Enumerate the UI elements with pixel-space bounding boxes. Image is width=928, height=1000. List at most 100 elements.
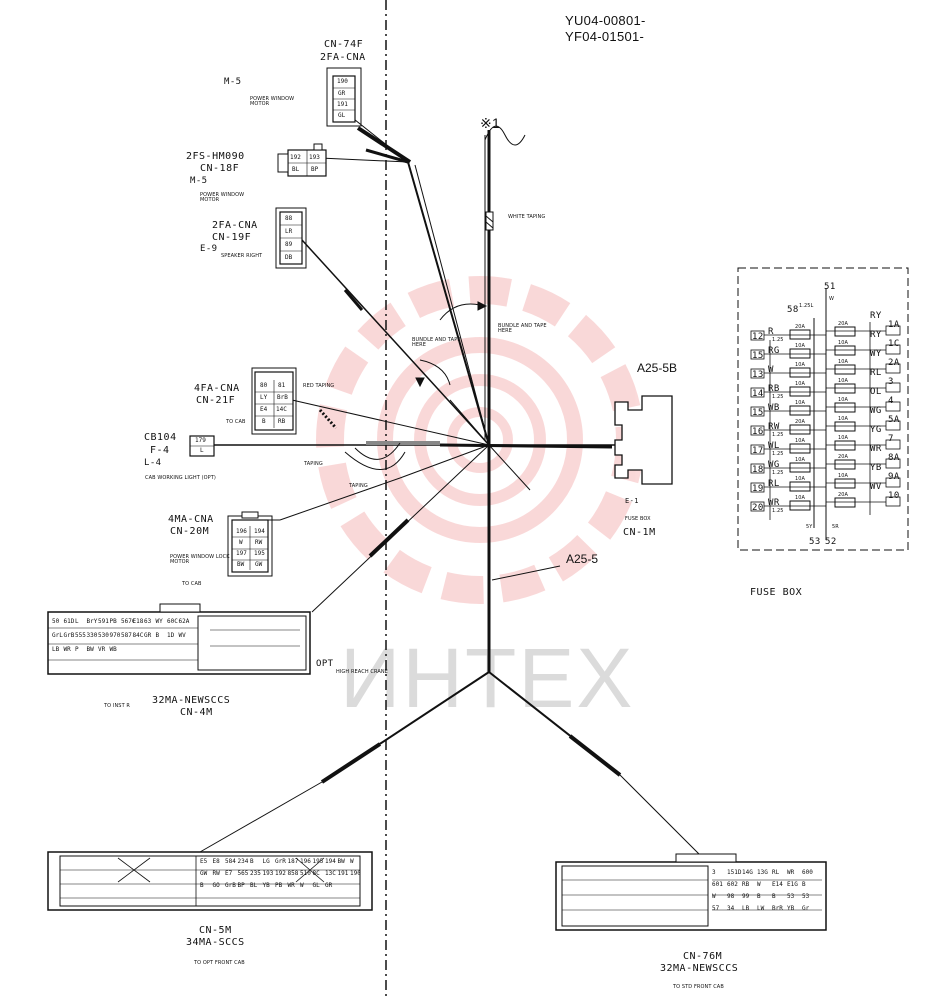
cn76m-pin: 57	[712, 905, 720, 912]
fuse-icon	[834, 440, 856, 451]
connector-cn19f-shape	[275, 207, 307, 269]
cn4m-pin: PB	[109, 618, 117, 625]
opt-label: OPT	[316, 659, 334, 669]
cn76m-pin: 151D	[727, 869, 742, 876]
fusebox-terminal	[885, 325, 901, 336]
cn21f-pin: 80	[260, 382, 268, 389]
cn18f-loc: M-5	[190, 176, 208, 186]
fusebox-left-wire: RL	[768, 479, 780, 489]
cn20m-desc2: TO CAB	[182, 581, 202, 587]
harness-trunk	[199, 107, 701, 856]
cn4m-pin: E18	[132, 618, 144, 625]
cn19f-loc: E-9	[200, 244, 218, 254]
fusebox-terminal	[885, 458, 901, 469]
fusebox-left-pin: 17	[752, 446, 764, 456]
cn76m-pin: 3	[712, 869, 716, 876]
fusebox-terminal	[885, 401, 901, 412]
fusebox-left-fuse-rating: 10A	[795, 457, 806, 463]
cn4m-pin: 50	[52, 618, 60, 625]
fuse-icon	[789, 405, 811, 416]
fusebox-fuse-rows	[750, 325, 901, 512]
fusebox-left-wire: R	[768, 327, 774, 337]
fusebox-left-wire: WR	[768, 498, 780, 508]
fusebox-right-wire: RL	[870, 368, 882, 378]
connector-cn21f-shape	[251, 367, 297, 435]
fusebox-left-wire: RW	[768, 422, 780, 432]
fusebox-right-pin: 3	[888, 377, 894, 387]
cn21f-desc: TO CAB	[226, 419, 246, 425]
cn20m-pin: 194	[254, 528, 265, 535]
fusebox-left-pin: 15	[752, 351, 764, 361]
cn5m-pin: 192	[275, 870, 286, 877]
fusebox-left-wire: WL	[768, 441, 780, 451]
fusebox-right-pin: 10	[888, 491, 900, 501]
fusebox-terminal	[750, 349, 765, 360]
cn76m-pin: W	[757, 881, 761, 888]
cn4m-desc: TO INST R	[104, 703, 130, 709]
cn74f-desc: POWER WINDOW MOTOR	[250, 96, 295, 107]
cn19f-desc: SPEAKER RIGHT	[221, 253, 263, 259]
cn5m-pin: 510	[300, 870, 311, 877]
fusebox-terminal	[885, 496, 901, 507]
cn5m-pin: 13C	[325, 870, 336, 877]
connector-cn4m-shape	[47, 603, 311, 675]
fusebox-right-wire: RY	[870, 330, 882, 340]
cn5m-pin: 195	[312, 858, 324, 865]
cn5m-pin: BW	[337, 858, 345, 865]
taping-note-1: TAPING	[304, 461, 323, 467]
cn19f-type: 2FA-CNA	[212, 220, 258, 231]
cn4m-pin: LB	[52, 646, 60, 653]
cn1m-loc: E-1	[625, 497, 639, 505]
fusebox-terminal	[750, 387, 765, 398]
cn5m-pin: B	[200, 882, 204, 889]
cn4m-pin: WY	[155, 618, 163, 625]
cn74f-type: 2FA-CNA	[320, 52, 366, 63]
connector-cn76m-shape	[555, 853, 827, 931]
fusebox-terminal	[750, 463, 765, 474]
cn5m-pin: GrB	[225, 882, 236, 889]
fusebox-top-pin: 51	[824, 282, 836, 292]
cn4m-pin: 62A	[178, 618, 190, 625]
connector-cn74f-shape	[326, 67, 362, 127]
fusebox-left-wire: WG	[768, 460, 780, 470]
cn19f-pin: DB	[285, 254, 293, 261]
reference-mark: ※1	[480, 115, 501, 131]
cn76m-pin: LW	[757, 905, 765, 912]
cn74f-name: CN-74F	[324, 39, 364, 50]
watermark-gear-icon	[316, 276, 644, 604]
cn5m-pin: WR	[287, 882, 295, 889]
cn21f-pin: E4	[260, 406, 268, 413]
fusebox-left-pin: 19	[752, 484, 764, 494]
cn20m-pin: GW	[255, 561, 263, 568]
fusebox-terminal	[885, 477, 901, 488]
connector-cn1m-shape	[614, 395, 673, 485]
cn4m-pin: 970	[109, 632, 121, 639]
cn5m-pin: PB	[275, 882, 283, 889]
cn4m-pin: 555	[75, 632, 86, 639]
cn20m-name: CN-20M	[170, 526, 210, 537]
fusebox-right-fuse-rating: 10A	[838, 435, 849, 441]
fusebox-left-pin: 15	[752, 408, 764, 418]
fusebox-left-wire: RG	[768, 346, 780, 356]
cn5m-type: 34MA-SCCS	[186, 937, 245, 948]
fusebox-terminal	[885, 344, 901, 355]
fusebox-bottom-label: 5Y	[806, 524, 813, 530]
fusebox-title: FUSE BOX	[750, 587, 803, 598]
red-taping-note: RED TAPING	[303, 383, 335, 389]
cn4m-pin: 567C	[121, 618, 136, 625]
fusebox-left-fuse-rating: 20A	[795, 419, 806, 425]
cn76m-pin: E1G	[787, 881, 798, 888]
cn76m-pin: 13G	[757, 869, 768, 876]
cn18f-name: CN-18F	[200, 163, 240, 174]
cn5m-pin: LG	[262, 858, 270, 865]
bundle-note-1: BUNDLE AND TAPE HERE	[412, 337, 461, 348]
fuse-icon	[789, 424, 811, 435]
fusebox-left-gauge: 1.25	[772, 432, 784, 438]
fusebox-left-pin: 12	[752, 332, 764, 342]
cn5m-pin: W	[300, 882, 304, 889]
cn19f-pin: 88	[285, 215, 293, 222]
fuse-icon	[789, 348, 811, 359]
fusebox-right-pin: 9A	[888, 472, 900, 482]
doc-code-2: YF04-01501-	[565, 29, 645, 44]
cn5m-pin: E7	[225, 870, 233, 877]
